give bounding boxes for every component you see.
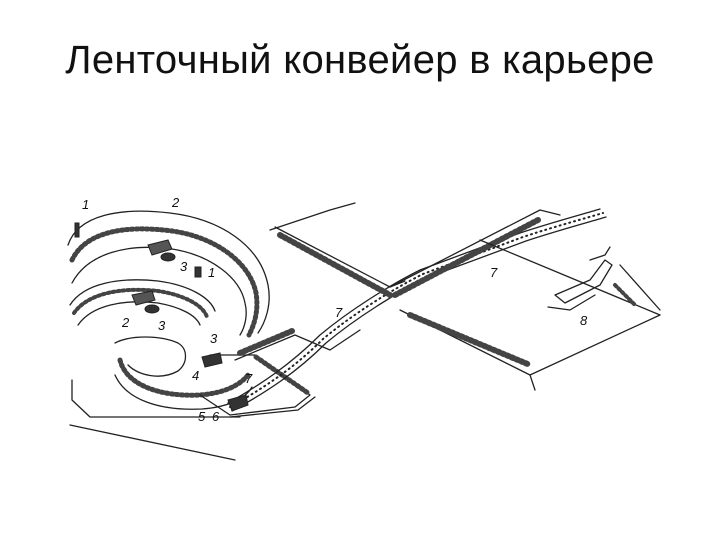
- main-conveyor-line-a: [227, 208, 601, 404]
- label-4: 4: [192, 368, 199, 383]
- excavator-3b: [144, 304, 160, 314]
- right-trench-back-edge: [389, 209, 561, 288]
- middle-bench-hatching: [72, 287, 209, 319]
- pit-outer-edge: [114, 336, 187, 377]
- right-trench-front-edge: [399, 309, 661, 376]
- label-2a: 2: [171, 195, 180, 210]
- right-trench-slope-hatching: [613, 283, 637, 307]
- label-6: 6: [212, 409, 220, 424]
- middle-bench-outer-edge: [69, 279, 216, 312]
- conveyor-drawing: 1 2 3 1 2 3 3 4 7 5 6 7 7 8: [67, 195, 661, 461]
- label-1b: 1: [208, 265, 215, 280]
- outer-bench-hatching: [69, 226, 260, 338]
- middle-bench-inner-edge: [77, 301, 201, 326]
- excavator-4: [201, 352, 223, 368]
- label-7a: 7: [245, 371, 253, 386]
- right-trench-slope: [619, 264, 661, 311]
- upper-trench-top-line: [274, 226, 406, 288]
- label-1a: 1: [82, 197, 89, 212]
- label-3a: 3: [180, 259, 188, 274]
- conveyor-diagram: 1 2 3 1 2 3 3 4 7 5 6 7 7 8: [60, 185, 670, 470]
- left-trench-edge: [234, 329, 361, 361]
- loading-station-body: [554, 259, 613, 304]
- excavator-5: [227, 394, 249, 412]
- label-3b: 3: [158, 318, 166, 333]
- excavator-3a: [160, 252, 176, 262]
- excavator-1a: [74, 222, 80, 238]
- loading-station-frame: [547, 294, 596, 311]
- excavator-1b: [194, 266, 202, 278]
- label-7c: 7: [490, 265, 498, 280]
- pit-hatching: [117, 357, 251, 398]
- label-8: 8: [580, 313, 588, 328]
- excavator-2a: [147, 239, 173, 256]
- excavator-2b: [131, 290, 156, 306]
- loading-station-hopper: [589, 246, 611, 261]
- label-2b: 2: [121, 315, 130, 330]
- right-trench-right-edge: [529, 374, 536, 391]
- main-conveyor-line-b: [231, 216, 607, 412]
- label-3c: 3: [210, 331, 218, 346]
- ground-line-1: [71, 379, 241, 418]
- ground-line-2: [69, 424, 236, 461]
- label-5: 5: [198, 409, 206, 424]
- lower-station-base: [229, 396, 316, 418]
- main-conveyor-rollers: [229, 212, 604, 408]
- outer-bench-inner-edge: [71, 246, 247, 336]
- outer-bench-top-edge: [67, 210, 270, 334]
- right-trench-front-hatching: [407, 312, 533, 368]
- upper-trench-top-hatching: [277, 232, 393, 298]
- left-trench-hatching: [237, 328, 295, 356]
- right-trench-back-hatching: [392, 217, 541, 298]
- upper-trench-edge: [269, 202, 356, 231]
- label-7b: 7: [335, 305, 343, 320]
- slide-title: Ленточный конвейер в карьере: [65, 38, 655, 82]
- right-trench-ridge: [479, 239, 661, 316]
